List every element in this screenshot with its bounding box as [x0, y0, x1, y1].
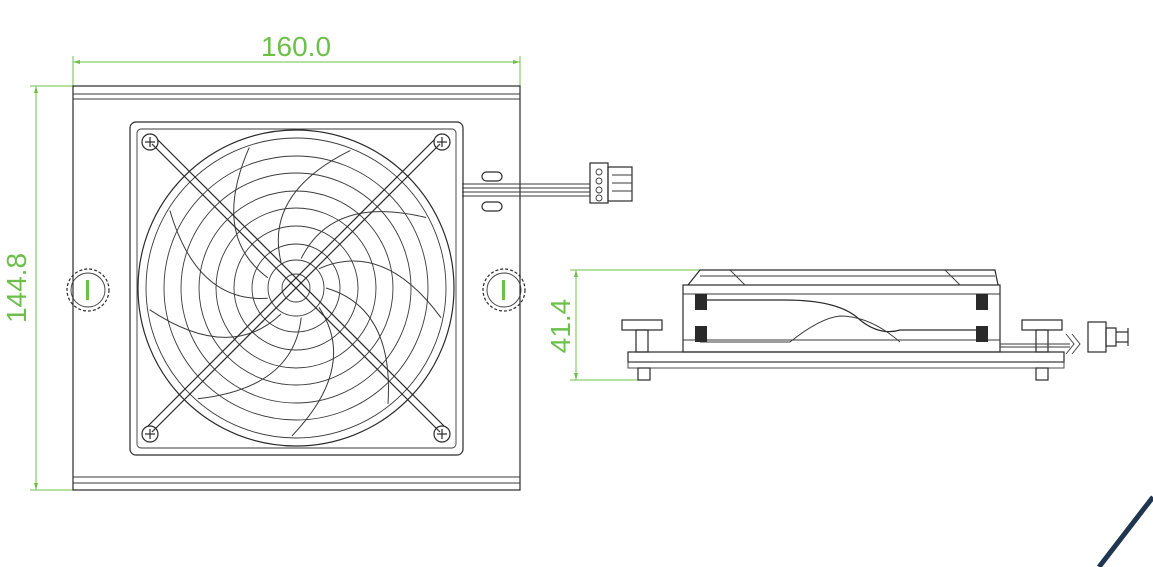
- screw-icon: [976, 294, 988, 342]
- corner-accent: [1097, 495, 1153, 567]
- front-view: [66, 85, 633, 491]
- fan-body: [682, 284, 1001, 353]
- screw-icon: [141, 425, 159, 443]
- thumb-screw-icon: [482, 268, 526, 312]
- fan-blade: [169, 210, 268, 299]
- terminal-connector-icon: [589, 162, 633, 204]
- screw-icon: [695, 294, 707, 342]
- thumb-screw-icon: [1021, 319, 1063, 353]
- base-plate: [627, 351, 1065, 363]
- fan-frame: [129, 121, 464, 456]
- fan-blade: [291, 307, 335, 437]
- fan-blade: [300, 211, 427, 259]
- screw-icon: [433, 425, 451, 443]
- cable: [462, 183, 590, 197]
- front-panel: [72, 85, 521, 491]
- screw-icon: [141, 133, 159, 151]
- fan-blade: [318, 260, 442, 318]
- fan-blade: [197, 317, 302, 400]
- width-label: 160.0: [261, 31, 331, 62]
- thumb-screw-icon: [621, 319, 663, 353]
- height-dimension: 144.8: [1, 85, 75, 491]
- side-view: [621, 269, 1129, 381]
- fan-blade: [277, 149, 351, 263]
- fan-blade: [325, 287, 389, 404]
- thumb-screw-icon: [66, 268, 110, 312]
- fan-blades: [149, 147, 442, 437]
- width-dimension: 160.0: [72, 31, 521, 88]
- depth-dimension: 41.4: [545, 269, 700, 381]
- fan-grille-icon: [137, 129, 455, 447]
- height-label: 144.8: [1, 253, 32, 323]
- fan-blade: [149, 309, 282, 338]
- depth-label: 41.4: [545, 299, 576, 354]
- fan-blade: [233, 147, 269, 279]
- screw-icon: [433, 133, 451, 151]
- terminal-connector-icon: [1087, 321, 1129, 353]
